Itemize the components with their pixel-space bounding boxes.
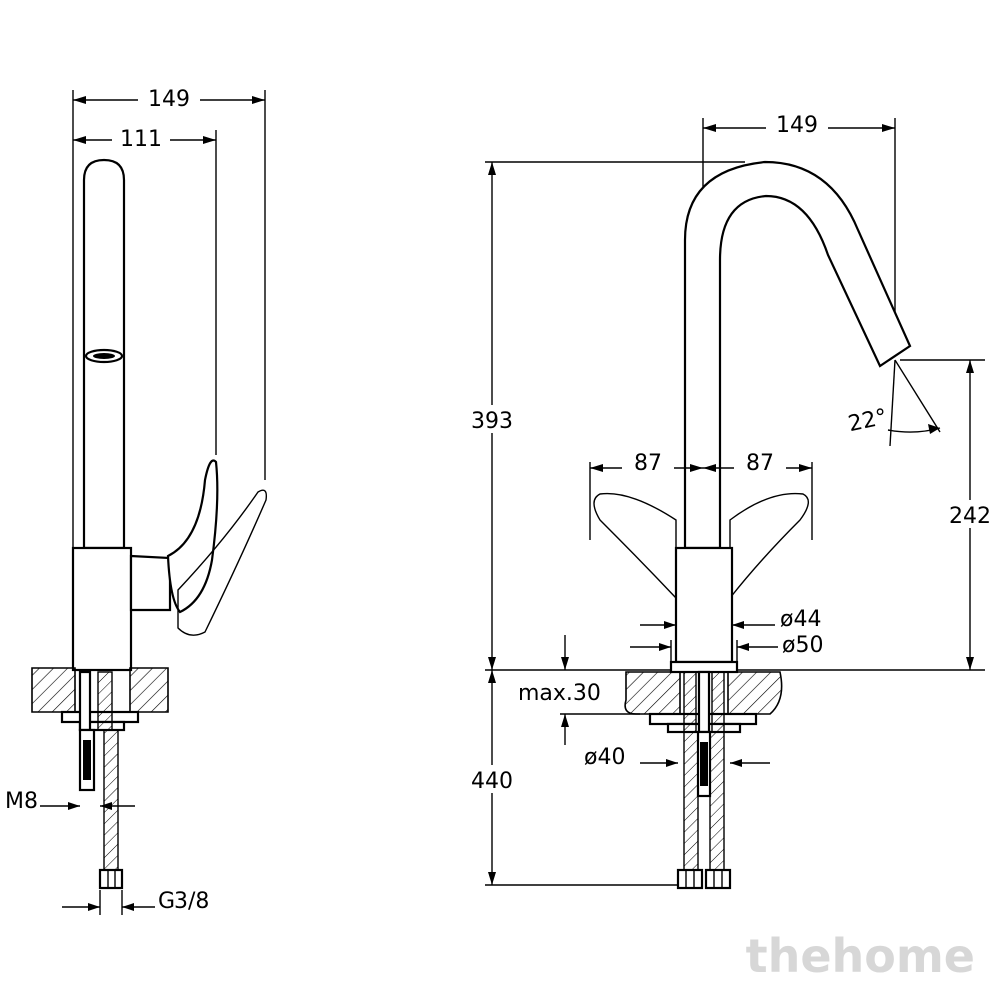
front-spout — [683, 160, 912, 550]
side-lever-open-outline — [177, 489, 268, 636]
front-dim-242-label: 242 — [949, 504, 991, 529]
side-hose-nut — [98, 868, 124, 890]
front-dim-87: 87 87 — [589, 450, 813, 540]
front-dim-40-label: ø40 — [584, 745, 625, 770]
front-dim-393: 393 — [462, 162, 522, 670]
front-lever-right — [729, 492, 809, 601]
front-dim-242: 242 — [942, 360, 998, 670]
side-g38-callout: G 3/8 — [62, 889, 209, 915]
front-lever-left — [593, 492, 677, 600]
side-lever — [166, 459, 219, 614]
front-angle-22-label: 22° — [846, 405, 889, 438]
front-dim-149: 149 — [703, 112, 895, 138]
front-hose-nut-right — [704, 868, 732, 890]
front-view: 149 393 440 242 — [462, 112, 998, 890]
side-hose — [103, 729, 119, 871]
side-dim-111-label: 111 — [120, 127, 162, 152]
side-g-fraction: 3/8 — [174, 889, 209, 914]
side-body — [71, 546, 133, 672]
front-countertop — [624, 671, 681, 715]
side-g-label: G — [158, 889, 175, 914]
front-dim-440-label: 440 — [471, 769, 513, 794]
front-dim-440: 440 — [462, 670, 522, 885]
front-dim-44-label: ø44 — [780, 607, 821, 632]
front-hose-left — [683, 731, 699, 871]
front-dim-40: ø40 — [584, 745, 770, 770]
side-countertop — [31, 667, 76, 713]
front-dim-87-left-label: 87 — [634, 451, 662, 476]
front-dim-max30: max.30 — [518, 635, 640, 745]
side-m8-label: M8 — [5, 789, 38, 814]
front-dim-max30-label: max.30 — [518, 681, 601, 706]
front-dim-393-label: 393 — [471, 409, 513, 434]
front-dim-diameters: ø44 ø50 — [630, 607, 823, 662]
front-hose-right — [709, 731, 725, 871]
watermark: thehome — [746, 929, 975, 983]
front-dim-87-right-label: 87 — [746, 451, 774, 476]
front-dim-50-label: ø50 — [782, 633, 823, 658]
side-dim-111: 111 — [73, 126, 216, 152]
side-view: 149 111 — [5, 86, 268, 915]
front-dim-149-label: 149 — [776, 113, 818, 138]
front-base — [669, 660, 739, 674]
front-body — [674, 546, 734, 664]
side-m8-callout: M8 — [5, 789, 135, 814]
front-hose-nut-left — [676, 868, 704, 890]
side-dim-149-label: 149 — [148, 87, 190, 112]
side-dim-149: 149 — [73, 86, 265, 112]
front-angle-22: 22° — [846, 359, 941, 447]
